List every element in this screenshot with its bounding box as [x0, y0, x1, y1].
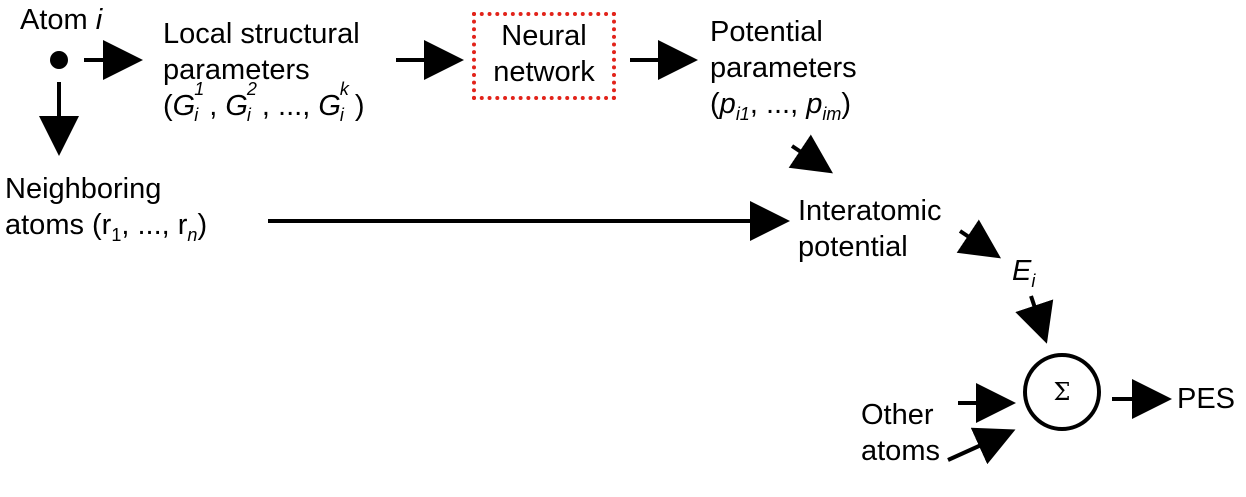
potential-params-label: Potential parameters (pi1, ..., pim) [710, 14, 857, 124]
atom-label: Atom i [20, 2, 102, 38]
other-atoms-line1: Other [861, 399, 934, 431]
sum-node [1023, 353, 1101, 431]
neighboring-atoms-label: Neighboring atoms (r1, ..., rn) [5, 171, 208, 245]
neighboring-atoms-line1: Neighboring [5, 173, 162, 205]
local-params-line2: parameters [163, 54, 310, 86]
interatomic-line1: Interatomic [798, 195, 942, 227]
interatomic-line2: potential [798, 231, 908, 263]
atom-word: Atom [20, 4, 88, 36]
arrow-interatomic-to-energy [956, 219, 1001, 259]
local-params-line1: Local structural [163, 18, 360, 50]
interatomic-potential-label: Interatomic potential [798, 193, 941, 265]
other-atoms-line2: atoms [861, 435, 940, 467]
neural-network-box [472, 12, 616, 100]
arrow-potential-to-interatomic [788, 134, 833, 174]
atom-dot [50, 51, 68, 69]
atomic-energy-label: Ei [1012, 255, 1036, 291]
neural-network-label: Neural network [472, 18, 616, 90]
neural-network-line2: network [493, 56, 595, 88]
arrow-other-to-sum-lower [947, 427, 1016, 465]
neural-network-line1: Neural [501, 20, 587, 52]
sum-symbol: Σ [1053, 378, 1071, 406]
neighboring-atoms-line2: atoms (r1, ..., rn) [5, 209, 208, 245]
potential-params-formula: (pi1, ..., pim) [710, 88, 852, 124]
other-atoms-label: Other atoms [861, 397, 940, 469]
atom-index: i [95, 4, 103, 36]
pes-label: PES [1177, 383, 1236, 415]
potential-params-line2: parameters [710, 52, 857, 84]
potential-params-line1: Potential [710, 16, 823, 48]
arrow-energy-to-sum [1015, 295, 1054, 344]
